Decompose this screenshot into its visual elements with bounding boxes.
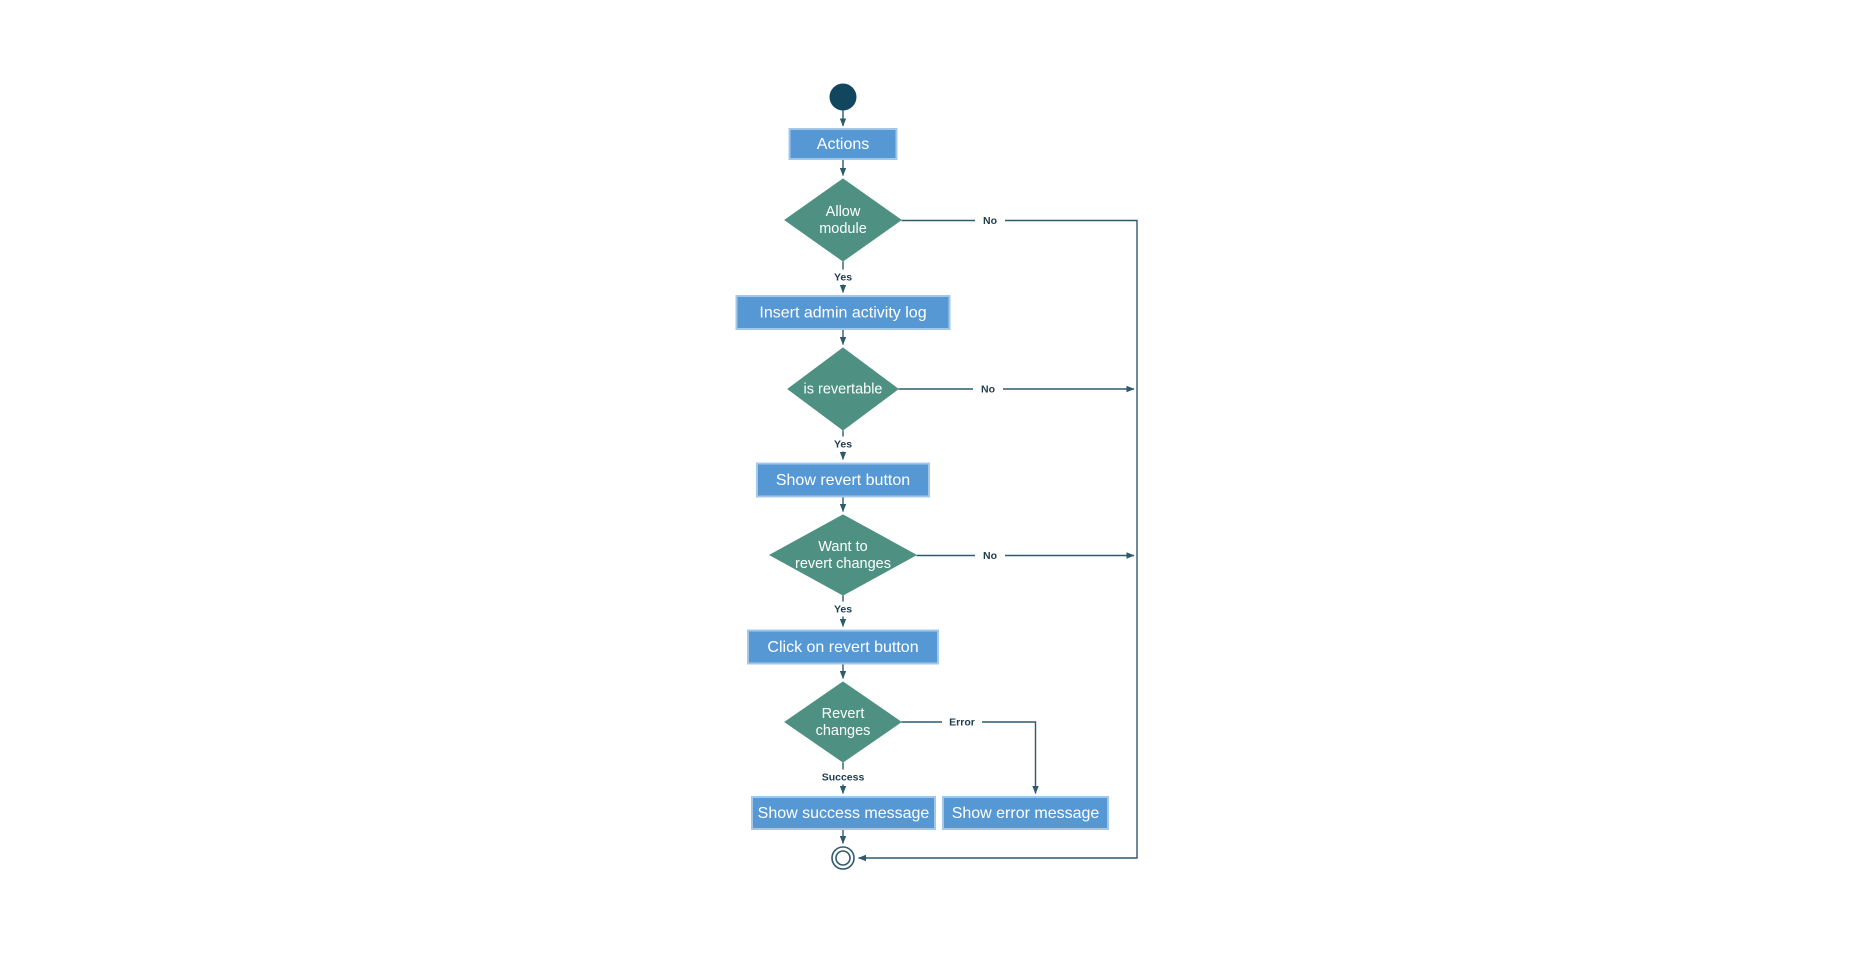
edge-label-no-1: No [983,215,997,227]
process-box [735,295,951,330]
process-label: Click on revert button [767,639,918,656]
process-box [788,128,898,160]
node-show-error-message[interactable]: Show error message [942,796,1109,830]
edge-no-allow-module-to-end [858,219,1138,862]
edge-label-yes-1: Yes [834,272,852,284]
end-node-inner-ring [835,850,851,866]
node-want-to-revert-changes[interactable]: Want to revert changes [768,514,918,596]
edge-label-error: Error [949,717,975,729]
label-plate [819,769,867,785]
label-plate [942,714,982,730]
decision-label-line1: Revert [822,706,865,722]
decision-diamond [784,178,902,262]
edge-error-to-error-message [901,721,1039,794]
process-label: Show revert button [776,472,910,489]
decision-label: is revertable [804,382,883,398]
node-show-success-message[interactable]: Show success message [751,796,936,830]
label-plate [826,436,860,452]
edge-labels: Yes Yes Yes No No No Success Error [819,213,1005,785]
decision-label-line2: changes [816,723,871,739]
node-actions[interactable]: Actions [788,128,898,160]
decision-diamond [768,514,918,596]
process-box [942,796,1109,830]
label-plate [975,548,1005,563]
process-box [747,629,939,665]
label-plate [826,601,860,617]
decision-label-line2: revert changes [795,556,891,572]
label-plate [973,381,1003,397]
decision-label-line1: Allow [826,204,861,220]
edge-label-no-2: No [981,384,995,396]
decision-label-line2: module [819,221,867,237]
start-node-circle [829,83,857,111]
process-label: Show error message [952,805,1100,822]
edge-label-yes-3: Yes [834,604,852,616]
node-allow-module[interactable]: Allow module [784,178,902,262]
process-box [756,462,930,498]
node-start[interactable] [829,83,857,111]
edge-label-success: Success [822,772,865,784]
label-plate [975,213,1005,228]
decision-diamond [784,681,902,763]
process-box [751,796,936,830]
label-plate [826,269,860,285]
node-revert-changes[interactable]: Revert changes [784,681,902,763]
node-end[interactable] [831,846,855,870]
decision-diamond [787,347,899,431]
process-label: Actions [817,136,869,153]
edge-label-no-3: No [983,550,997,562]
node-click-on-revert-button[interactable]: Click on revert button [747,629,939,665]
process-label: Insert admin activity log [759,305,926,322]
node-is-revertable[interactable]: is revertable [787,347,899,431]
edge-label-yes-2: Yes [834,439,852,451]
process-label: Show success message [758,805,930,822]
node-insert-admin-activity-log[interactable]: Insert admin activity log [735,295,951,330]
decision-label-line1: Want to [818,539,867,555]
node-show-revert-button[interactable]: Show revert button [756,462,930,498]
